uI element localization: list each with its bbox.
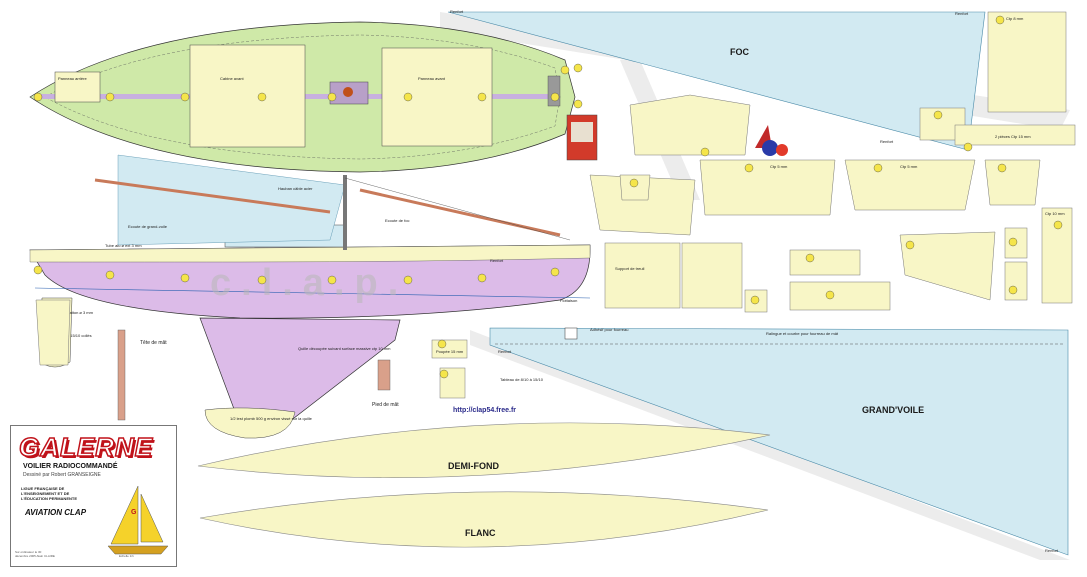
hauban-line (344, 177, 571, 241)
part-p1 (899, 231, 996, 301)
title-scale: Echelle 1/1 (119, 554, 134, 558)
mast-details: Tête de mât Pied de mât (117, 329, 399, 421)
panneau-avant-label: Panneau avant (418, 76, 446, 81)
flottaison-label: Flottaison (560, 298, 577, 303)
renfort-label-foc-clew: Renfort (880, 139, 894, 144)
renfort-label-foc: Renfort (955, 11, 969, 16)
title-club: AVIATION CLAP (25, 508, 87, 517)
hauban-label: Hauban câble acier (278, 186, 313, 191)
part-support-treuil (604, 242, 681, 309)
parts-labels: Support de treuil Ctp 5 mm Ctp 5 mm Ctp … (436, 16, 1065, 382)
part-6 (589, 174, 696, 236)
adhesif-label: Adhésif pour fourreau (590, 327, 628, 332)
quille-label: Quille découpée suivant surface massive … (298, 346, 391, 351)
keel-fin (199, 317, 401, 426)
part-gouvernail-mold (35, 299, 71, 366)
renfort-label-top: Renfort (450, 9, 464, 14)
title-block: GALERNE VOILIER RADIOCOMMANDÉ Dessiné pa… (10, 425, 177, 567)
support-treuil-label: Support de treuil (615, 266, 644, 271)
part-7 (984, 159, 1041, 206)
ctp5-label-b: Ctp 5 mm (900, 164, 918, 169)
deux-pieces-label: 2 pièces Ctp 15 mm (995, 134, 1031, 139)
cabine-avant-hatch (381, 47, 493, 147)
ecoute-foc-label: Ecoute de foc (385, 218, 409, 223)
lest-label: 1/2 lest plomb 500 g environ vissé sur l… (230, 416, 313, 421)
flanc-panel (199, 491, 769, 548)
tube-alu-label: Tube alu ø ext 3 mm (105, 243, 142, 248)
grandvoile-label: GRAND'VOILE (862, 405, 924, 415)
title-author: Dessiné par Robert GRANSEIGNE (23, 472, 101, 478)
title-league: LIGUE FRANÇAISE DE L'ENSEIGNEMENT ET DE … (21, 486, 77, 501)
ctp5-label-a: Ctp 5 mm (770, 164, 788, 169)
tableau-label: Tableau de 8/10 à 15/10 (500, 377, 544, 382)
part-support-2 (681, 242, 743, 309)
poupee-label: Poupée 15 mm (436, 349, 464, 354)
title-date: Sur ordinateur le 30 décembre 2005 Alain… (15, 550, 55, 558)
mast-tube (117, 329, 126, 421)
ctp8-label: Ctp 8 mm (1006, 16, 1024, 21)
flottaison-line (34, 287, 591, 299)
part-e2 (789, 281, 891, 311)
cabine-label: Cabine avant (220, 76, 244, 81)
sailboat-illustration-icon: G (107, 485, 169, 555)
demi-fond-panel (197, 422, 771, 478)
clap-watermark: c.l.a.p. (210, 262, 408, 304)
demi-fond-label: DEMI-FOND (448, 461, 499, 471)
grandvoile-sail (489, 327, 1069, 556)
mast-hole (343, 87, 353, 97)
deck-top-view: Panneau arrière Cabine avant Panneau ava… (29, 21, 576, 173)
foc-sail (447, 11, 986, 151)
svg-text:G: G (131, 509, 137, 516)
title-subtitle: VOILIER RADIOCOMMANDÉ (23, 463, 118, 470)
tete-mat-label: Tête de mât (140, 340, 167, 346)
hull-side-view: Flottaison Quille découpée suivant surfa… (29, 154, 591, 439)
cabine-hatch (189, 44, 306, 148)
panneau-arriere-label: Panneau arrière (58, 76, 87, 81)
part-2 (699, 159, 836, 216)
part-1 (439, 367, 466, 399)
part-c-arch (629, 94, 751, 156)
site-url[interactable]: http://clap54.free.fr (453, 407, 517, 414)
part-5 (844, 159, 976, 211)
ecoute-gv-label: Ecoute de grand-voile (128, 224, 168, 229)
ctp10-label: Ctp 10 mm (1045, 211, 1065, 216)
foc-label: FOC (730, 47, 749, 57)
hull-body (29, 244, 591, 319)
cabine-arriere-hatch (54, 71, 101, 103)
part-deux-pieces (954, 124, 1076, 146)
part-d1 (987, 11, 1067, 113)
title-main: GALERNE (18, 431, 154, 463)
boom-foc (359, 188, 561, 237)
part-b2 (1004, 261, 1028, 301)
pied-mat-detail (377, 359, 391, 391)
magazine-cover-inner (571, 122, 593, 142)
part-e1 (789, 249, 861, 276)
part-8 (619, 174, 651, 201)
pied-mat-label: Pied de mât (372, 402, 399, 408)
clap-logo (755, 125, 788, 156)
renfort-label-gv-clew: Renfort (1045, 548, 1059, 553)
boom-main (94, 178, 331, 214)
ralingue-label: Ralingue et courbe pour fourreau de mât (766, 331, 839, 336)
lest-bulb (204, 407, 296, 439)
station-markers (33, 15, 1063, 379)
bow-fitting (547, 75, 561, 107)
tige-laiton-label: Tige laiton ø 3 mm (60, 310, 94, 315)
renfort-label-parts: Renfort (490, 258, 504, 263)
hull-upper-band (29, 244, 591, 263)
renfort-label-gv: Renfort (498, 349, 512, 354)
adhesif-box (564, 327, 578, 340)
flanc-label: FLANC (465, 528, 496, 538)
